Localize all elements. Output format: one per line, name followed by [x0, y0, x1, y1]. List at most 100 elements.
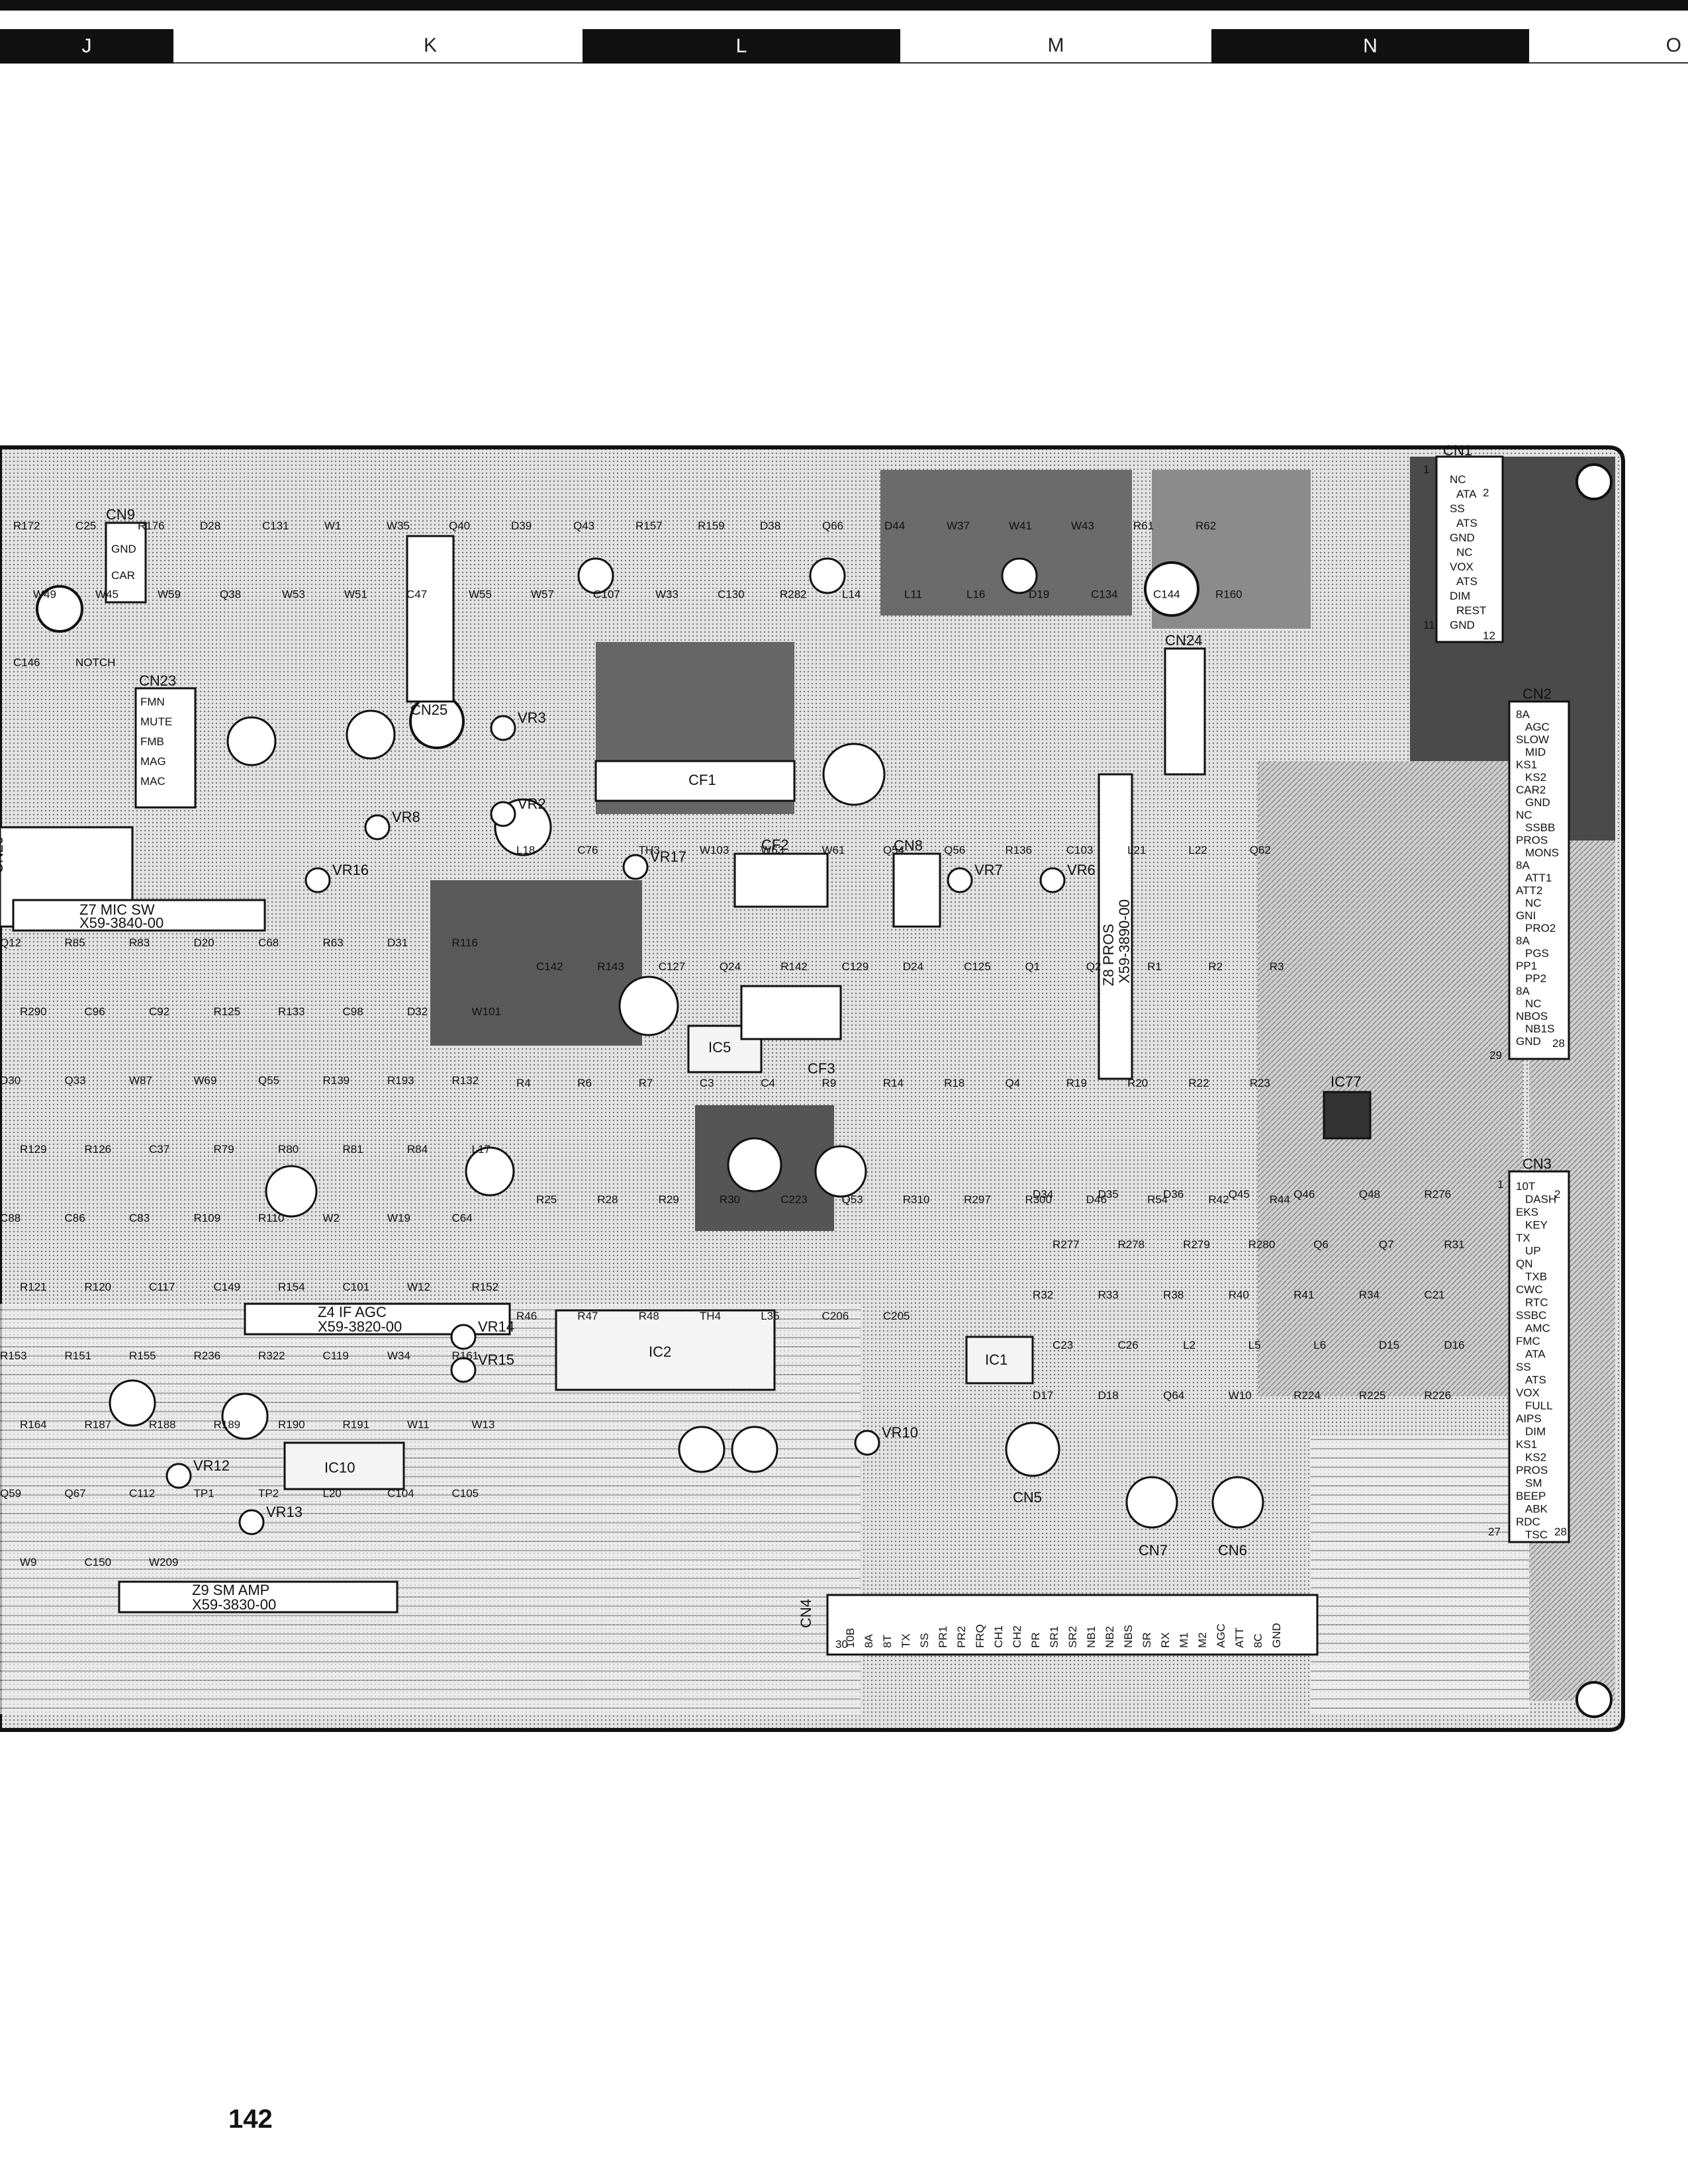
cn3-pin-24: BEEP — [1516, 1490, 1546, 1502]
component-label-w209: W209 — [149, 1556, 178, 1569]
component-label-q66: Q66 — [822, 520, 843, 532]
component-label-c88: C88 — [0, 1212, 21, 1224]
component-label-c3: C3 — [700, 1077, 714, 1089]
component-label-r297: R297 — [964, 1193, 991, 1206]
component-label-c96: C96 — [85, 1005, 105, 1018]
component-label-l21: L21 — [1127, 844, 1146, 856]
variable-resistor-label-vr8: VR8 — [392, 809, 420, 825]
cn4-pin-22: 8C — [1252, 1633, 1264, 1648]
component-label-w55: W55 — [469, 588, 492, 600]
cn3-pin-16: VOX — [1516, 1387, 1540, 1399]
component-label-d39: D39 — [511, 520, 532, 532]
component-label-q64: Q64 — [1163, 1389, 1184, 1402]
grid-col-l: L — [583, 29, 900, 64]
ic-ic10: IC10 — [283, 1441, 405, 1490]
component-label-c134: C134 — [1091, 588, 1118, 600]
component-label-r63: R63 — [323, 936, 344, 949]
component-label-r154: R154 — [278, 1281, 305, 1293]
component-label-c127: C127 — [659, 960, 686, 973]
cn3-pin-14: SS — [1516, 1361, 1531, 1373]
component-label-w10: W10 — [1229, 1389, 1252, 1402]
cn3-pin-5: UP — [1525, 1245, 1541, 1257]
component-label-w59: W59 — [158, 588, 181, 600]
cn3-pin-11: AMC — [1525, 1322, 1550, 1335]
component-label-w33: W33 — [655, 588, 679, 600]
cn3-pin-3: KEY — [1525, 1219, 1548, 1232]
component-label-d20: D20 — [194, 936, 214, 949]
component-label-w1: W1 — [324, 520, 342, 532]
svg-text:IC77: IC77 — [1331, 1073, 1361, 1090]
component-label-w2: W2 — [323, 1212, 340, 1224]
variable-resistor-vr12 — [165, 1463, 192, 1489]
component-label-l20: L20 — [323, 1487, 342, 1500]
component-label-q54: Q54 — [883, 844, 904, 856]
component-label-c92: C92 — [149, 1005, 169, 1018]
cn3-pin-13: ATA — [1525, 1348, 1546, 1361]
component-label-r161: R161 — [452, 1349, 479, 1362]
component-label-r164: R164 — [20, 1418, 47, 1431]
component-label-r109: R109 — [194, 1212, 221, 1224]
component-label-l16: L16 — [966, 588, 985, 600]
cn4-name: CN4 — [798, 1599, 814, 1628]
svg-text:GND: GND — [1450, 531, 1475, 544]
cn3-pin-10: SSBC — [1516, 1309, 1546, 1322]
component-label-r157: R157 — [635, 520, 663, 532]
svg-text:IC5: IC5 — [708, 1039, 731, 1056]
connector-cn1: CN1 1 2 11 12 NC ATA SS ATS GND NC VOX A… — [1423, 443, 1504, 643]
component-label-c37: C37 — [149, 1143, 169, 1156]
svg-text:IC1: IC1 — [985, 1351, 1008, 1368]
component-label-r188: R188 — [149, 1418, 176, 1431]
connector-cn3: CN3 1 2 27 28 10TDASHEKSKEYTXUPQNTXBCWCR… — [1488, 1156, 1570, 1543]
component-label-q24: Q24 — [720, 960, 741, 973]
svg-text:Z4 IF AGC: Z4 IF AGC — [318, 1304, 387, 1320]
component-label-r142: R142 — [780, 960, 808, 973]
connector-cn24: CN24 — [1164, 632, 1206, 776]
variable-resistor-label-vr17: VR17 — [650, 848, 686, 865]
component-label-q6: Q6 — [1313, 1238, 1329, 1251]
variable-resistor-label-vr3: VR3 — [518, 709, 546, 726]
component-label-c146: C146 — [13, 657, 40, 669]
crystal-cf2: CF2 — [733, 837, 829, 908]
component-label-r2: R2 — [1208, 960, 1223, 973]
component-label-w57: W57 — [531, 588, 554, 600]
trace-bus-right — [1311, 1436, 1529, 1714]
component-label-w53: W53 — [282, 588, 305, 600]
cn3-pin-1: DASH — [1525, 1193, 1556, 1206]
connector-cn6: CN6 — [1211, 1476, 1264, 1559]
component-label-w61: W61 — [822, 844, 845, 856]
cn4-pin-5: PR1 — [937, 1626, 949, 1648]
unit-mic-sw: Z7 MIC SW X59-3840-00 — [12, 899, 266, 932]
component-label-r189: R189 — [214, 1418, 241, 1431]
component-label-d46: D46 — [1086, 1193, 1107, 1206]
svg-text:11: 11 — [1423, 619, 1435, 631]
svg-text:CF2: CF2 — [761, 837, 789, 853]
svg-text:CN23: CN23 — [139, 672, 176, 689]
component-label-c76: C76 — [577, 844, 598, 856]
cn2-pin-12: 8A — [1516, 859, 1530, 872]
cn3-pin-22: PROS — [1516, 1464, 1548, 1477]
component-label-r81: R81 — [343, 1143, 363, 1156]
cn4-pin-1: 8A — [863, 1634, 875, 1648]
cn3-name: CN3 — [1523, 1156, 1552, 1172]
component-label-w19: W19 — [387, 1212, 410, 1224]
cn2-pin-22: 8A — [1516, 985, 1530, 997]
connector-cn9: CN9 GND CAR — [105, 506, 147, 604]
component-label-r125: R125 — [214, 1005, 241, 1018]
component-label-q4: Q4 — [1005, 1077, 1020, 1089]
component-label-l18: L18 — [516, 844, 535, 856]
cn2-pin-4: KS1 — [1516, 758, 1537, 771]
component-label-c149: C149 — [214, 1281, 241, 1293]
svg-text:28: 28 — [1554, 1525, 1567, 1538]
component-label-r226: R226 — [1424, 1389, 1451, 1402]
cn3-pin-15: ATS — [1525, 1374, 1546, 1387]
component-label-d18: D18 — [1098, 1389, 1119, 1402]
cn4-pin-0: 10B — [844, 1628, 857, 1648]
cn2-pin-15: NC — [1525, 897, 1542, 909]
svg-text:X59-3820-00: X59-3820-00 — [318, 1318, 402, 1335]
ground-plane-mid-right — [1258, 761, 1523, 1396]
component-label-d24: D24 — [903, 960, 923, 973]
variable-resistor-vr7 — [947, 867, 973, 893]
component-label-q33: Q33 — [65, 1074, 86, 1087]
component-label-r191: R191 — [343, 1418, 370, 1431]
component-label-d28: D28 — [200, 520, 220, 532]
